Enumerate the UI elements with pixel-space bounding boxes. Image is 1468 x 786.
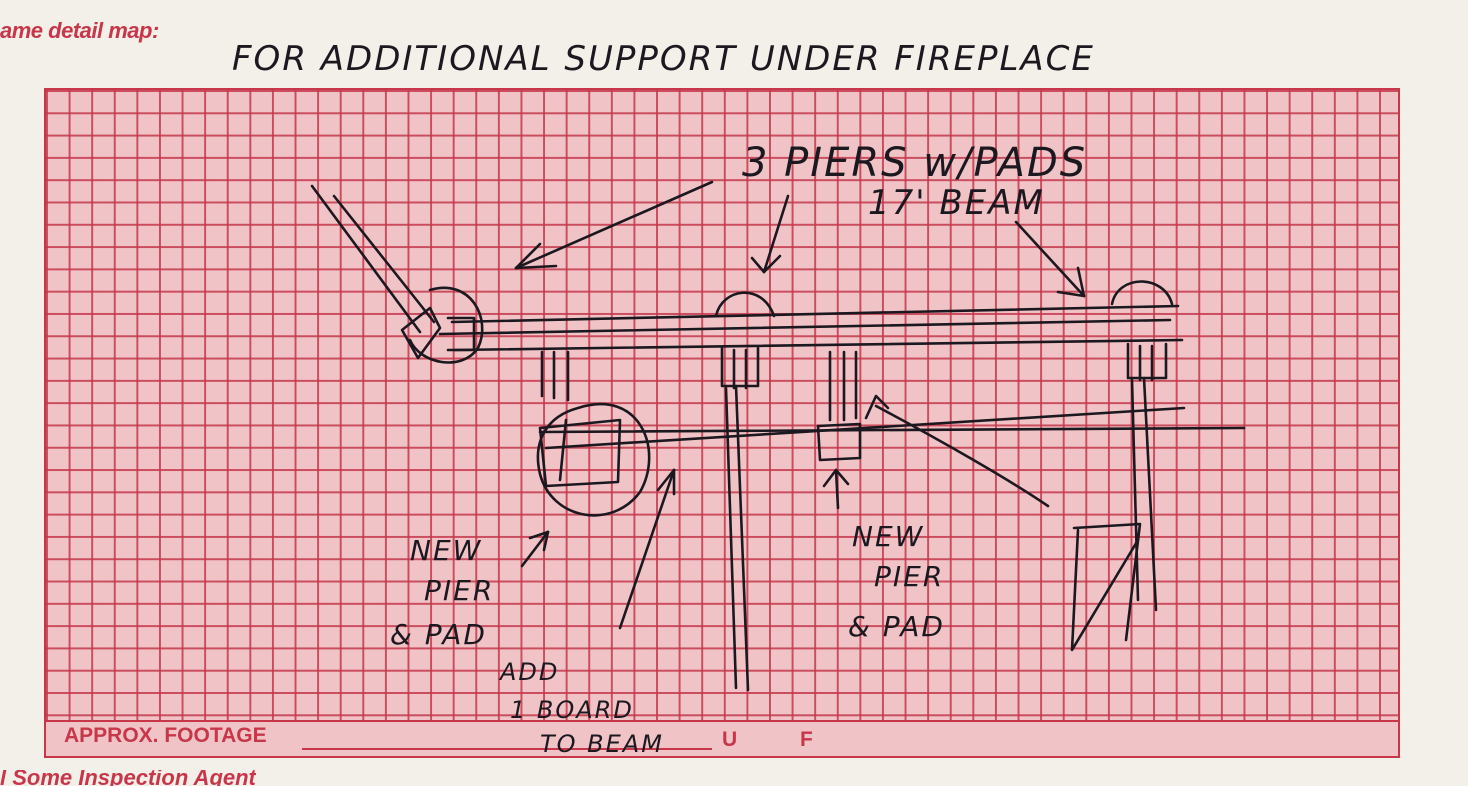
footage-f-label: F: [800, 728, 813, 751]
inspection-agent-label: l Some Inspection Agent: [0, 770, 256, 786]
footage-entry-line: [302, 748, 712, 750]
approx-footage-label: APPROX. FOOTAGE: [64, 724, 267, 747]
detail-map-label: ame detail map:: [0, 18, 159, 43]
footage-u-label: U: [722, 728, 738, 751]
graph-paper-grid: [44, 88, 1400, 758]
handwritten-title: FOR ADDITIONAL SUPPORT UNDER FIREPLACE: [232, 39, 1095, 79]
grid-footer-bar: [44, 720, 1400, 758]
